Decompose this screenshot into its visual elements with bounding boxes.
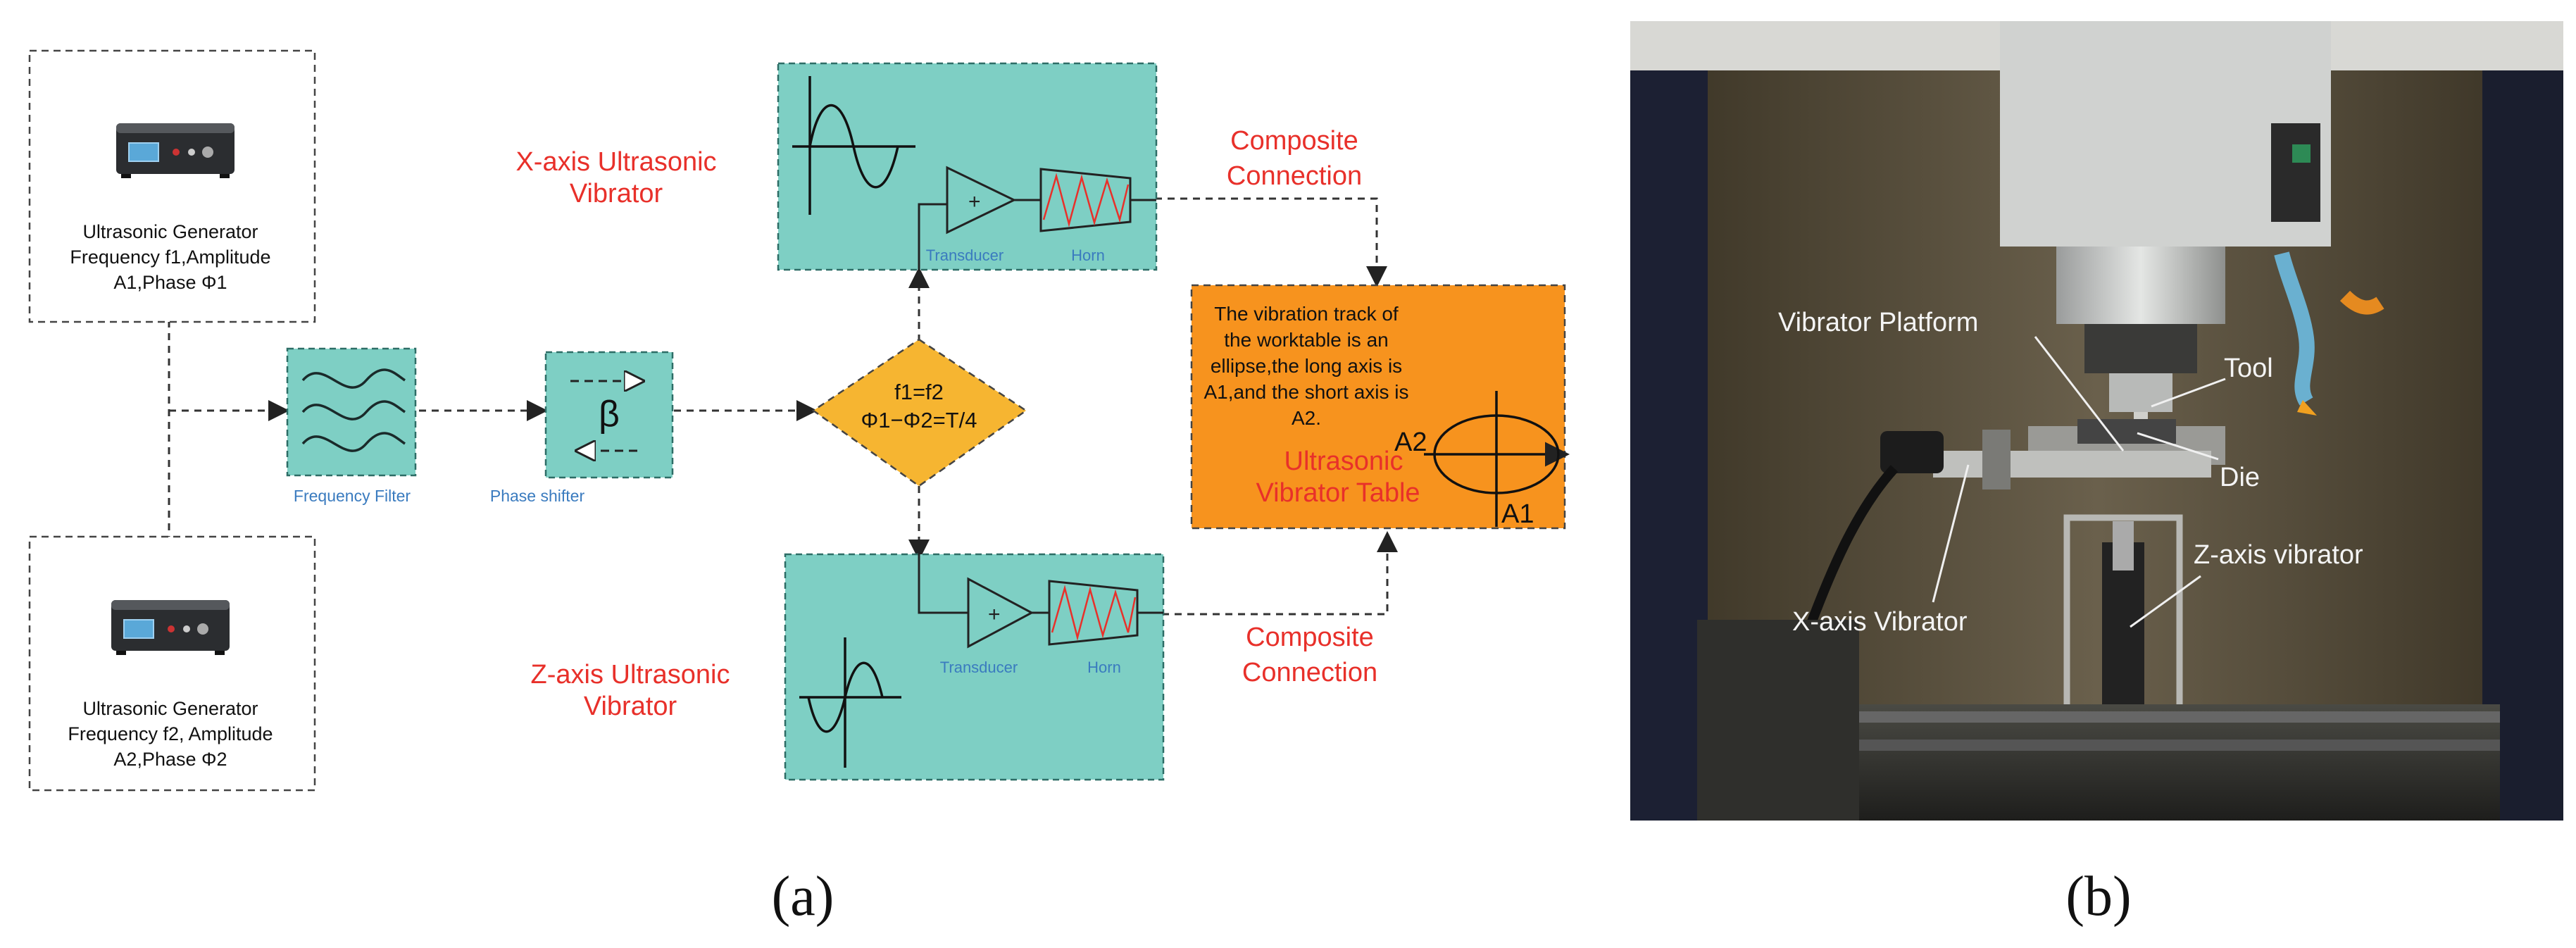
generator-top-line2: Frequency f1,Amplitude [70, 247, 270, 268]
table-title-line1: Ultrasonic [1284, 447, 1403, 476]
label-x-axis-vibrator: X-axis Vibrator [1792, 607, 1968, 637]
generator-bottom-box: Ultrasonic Generator Frequency f2, Ampli… [28, 535, 316, 792]
horn-icon [1048, 580, 1139, 646]
table-desc-line2: the worktable is an [1224, 329, 1388, 351]
condition-diamond: f1=f2 Φ1−Φ2=T/4 [811, 338, 1028, 487]
leader-lines [1932, 336, 2226, 628]
vibrator-table-block: The vibration track of the worktable is … [1190, 284, 1570, 530]
table-desc-line4: A1,and the short axis is [1203, 381, 1408, 403]
z-horn-label: Horn [1087, 659, 1121, 676]
condition-line2: Φ1−Φ2=T/4 [861, 408, 977, 432]
table-desc-line3: ellipse,the long axis is [1211, 355, 1402, 377]
generator-top-box: Ultrasonic Generator Frequency f1,Amplit… [28, 49, 316, 323]
generator-top-line1: Ultrasonic Generator [82, 221, 258, 242]
filter-waves-icon [301, 368, 406, 452]
generator-device-icon [111, 600, 230, 655]
phase-shifter-label: Phase shifter [490, 487, 585, 505]
signal-wire [918, 554, 968, 614]
connectors [168, 197, 1398, 616]
x-transducer-label: Transducer [926, 247, 1003, 264]
x-vibrator-title-line1: X-axis Ultrasonic [515, 147, 716, 177]
composite-top-line1: Composite [1230, 126, 1358, 156]
horn-icon [1039, 168, 1132, 232]
sine-wave-icon [799, 637, 901, 768]
z-vibrator-title-line1: Z-axis Ultrasonic [531, 660, 730, 690]
panel-b-photo: Vibrator Platform Tool Die Z-axis vibrat… [1630, 21, 2563, 821]
signal-wire [918, 203, 947, 271]
generator-top-line3: A1,Phase Φ1 [113, 272, 227, 293]
transducer-icon: + [967, 577, 1034, 649]
label-z-axis-vibrator: Z-axis vibrator [2194, 540, 2363, 570]
x-vibrator-title-line2: Vibrator [570, 179, 663, 208]
phase-shifter-symbol: β [599, 394, 620, 435]
z-transducer-label: Transducer [940, 659, 1018, 676]
composite-bottom-line2: Connection [1242, 658, 1377, 687]
frequency-filter-block: Frequency Filter [286, 347, 417, 505]
panel-a: Ultrasonic Generator Frequency f1,Amplit… [28, 49, 1570, 792]
transducer-icon: + [946, 166, 1017, 235]
generator-bottom-line2: Frequency f2, Amplitude [68, 723, 273, 744]
z-vibrator-block: + Transducer Horn [784, 553, 1165, 781]
caption-b: (b) [2065, 866, 2132, 928]
x-vibrator-block: + Transducer Horn [777, 62, 1158, 271]
generator-bottom-line1: Ultrasonic Generator [82, 698, 258, 719]
condition-line1: f1=f2 [894, 380, 944, 404]
generator-device-icon [116, 123, 235, 178]
label-tool: Tool [2224, 354, 2273, 383]
table-a1-label: A1 [1501, 499, 1534, 529]
composite-top-line2: Connection [1227, 161, 1362, 191]
z-vibrator-title-line2: Vibrator [584, 692, 677, 721]
composite-bottom-line1: Composite [1246, 623, 1374, 652]
table-title-line2: Vibrator Table [1256, 478, 1420, 508]
label-vibrator-platform: Vibrator Platform [1778, 308, 1978, 337]
x-horn-label: Horn [1071, 247, 1105, 264]
generator-bottom-line3: A2,Phase Φ2 [113, 749, 227, 770]
frequency-filter-label: Frequency Filter [294, 487, 411, 505]
table-desc-line1: The vibration track of [1214, 303, 1399, 325]
table-a2-label: A2 [1394, 428, 1427, 457]
svg-text:+: + [988, 603, 1001, 626]
caption-a: (a) [771, 866, 834, 928]
phase-shifter-block: β Phase shifter [490, 351, 674, 505]
label-die: Die [2220, 463, 2260, 492]
table-desc-line5: A2. [1292, 407, 1321, 429]
svg-text:+: + [968, 190, 981, 213]
ellipse-track-icon [1424, 391, 1570, 527]
sine-wave-icon [792, 76, 915, 215]
